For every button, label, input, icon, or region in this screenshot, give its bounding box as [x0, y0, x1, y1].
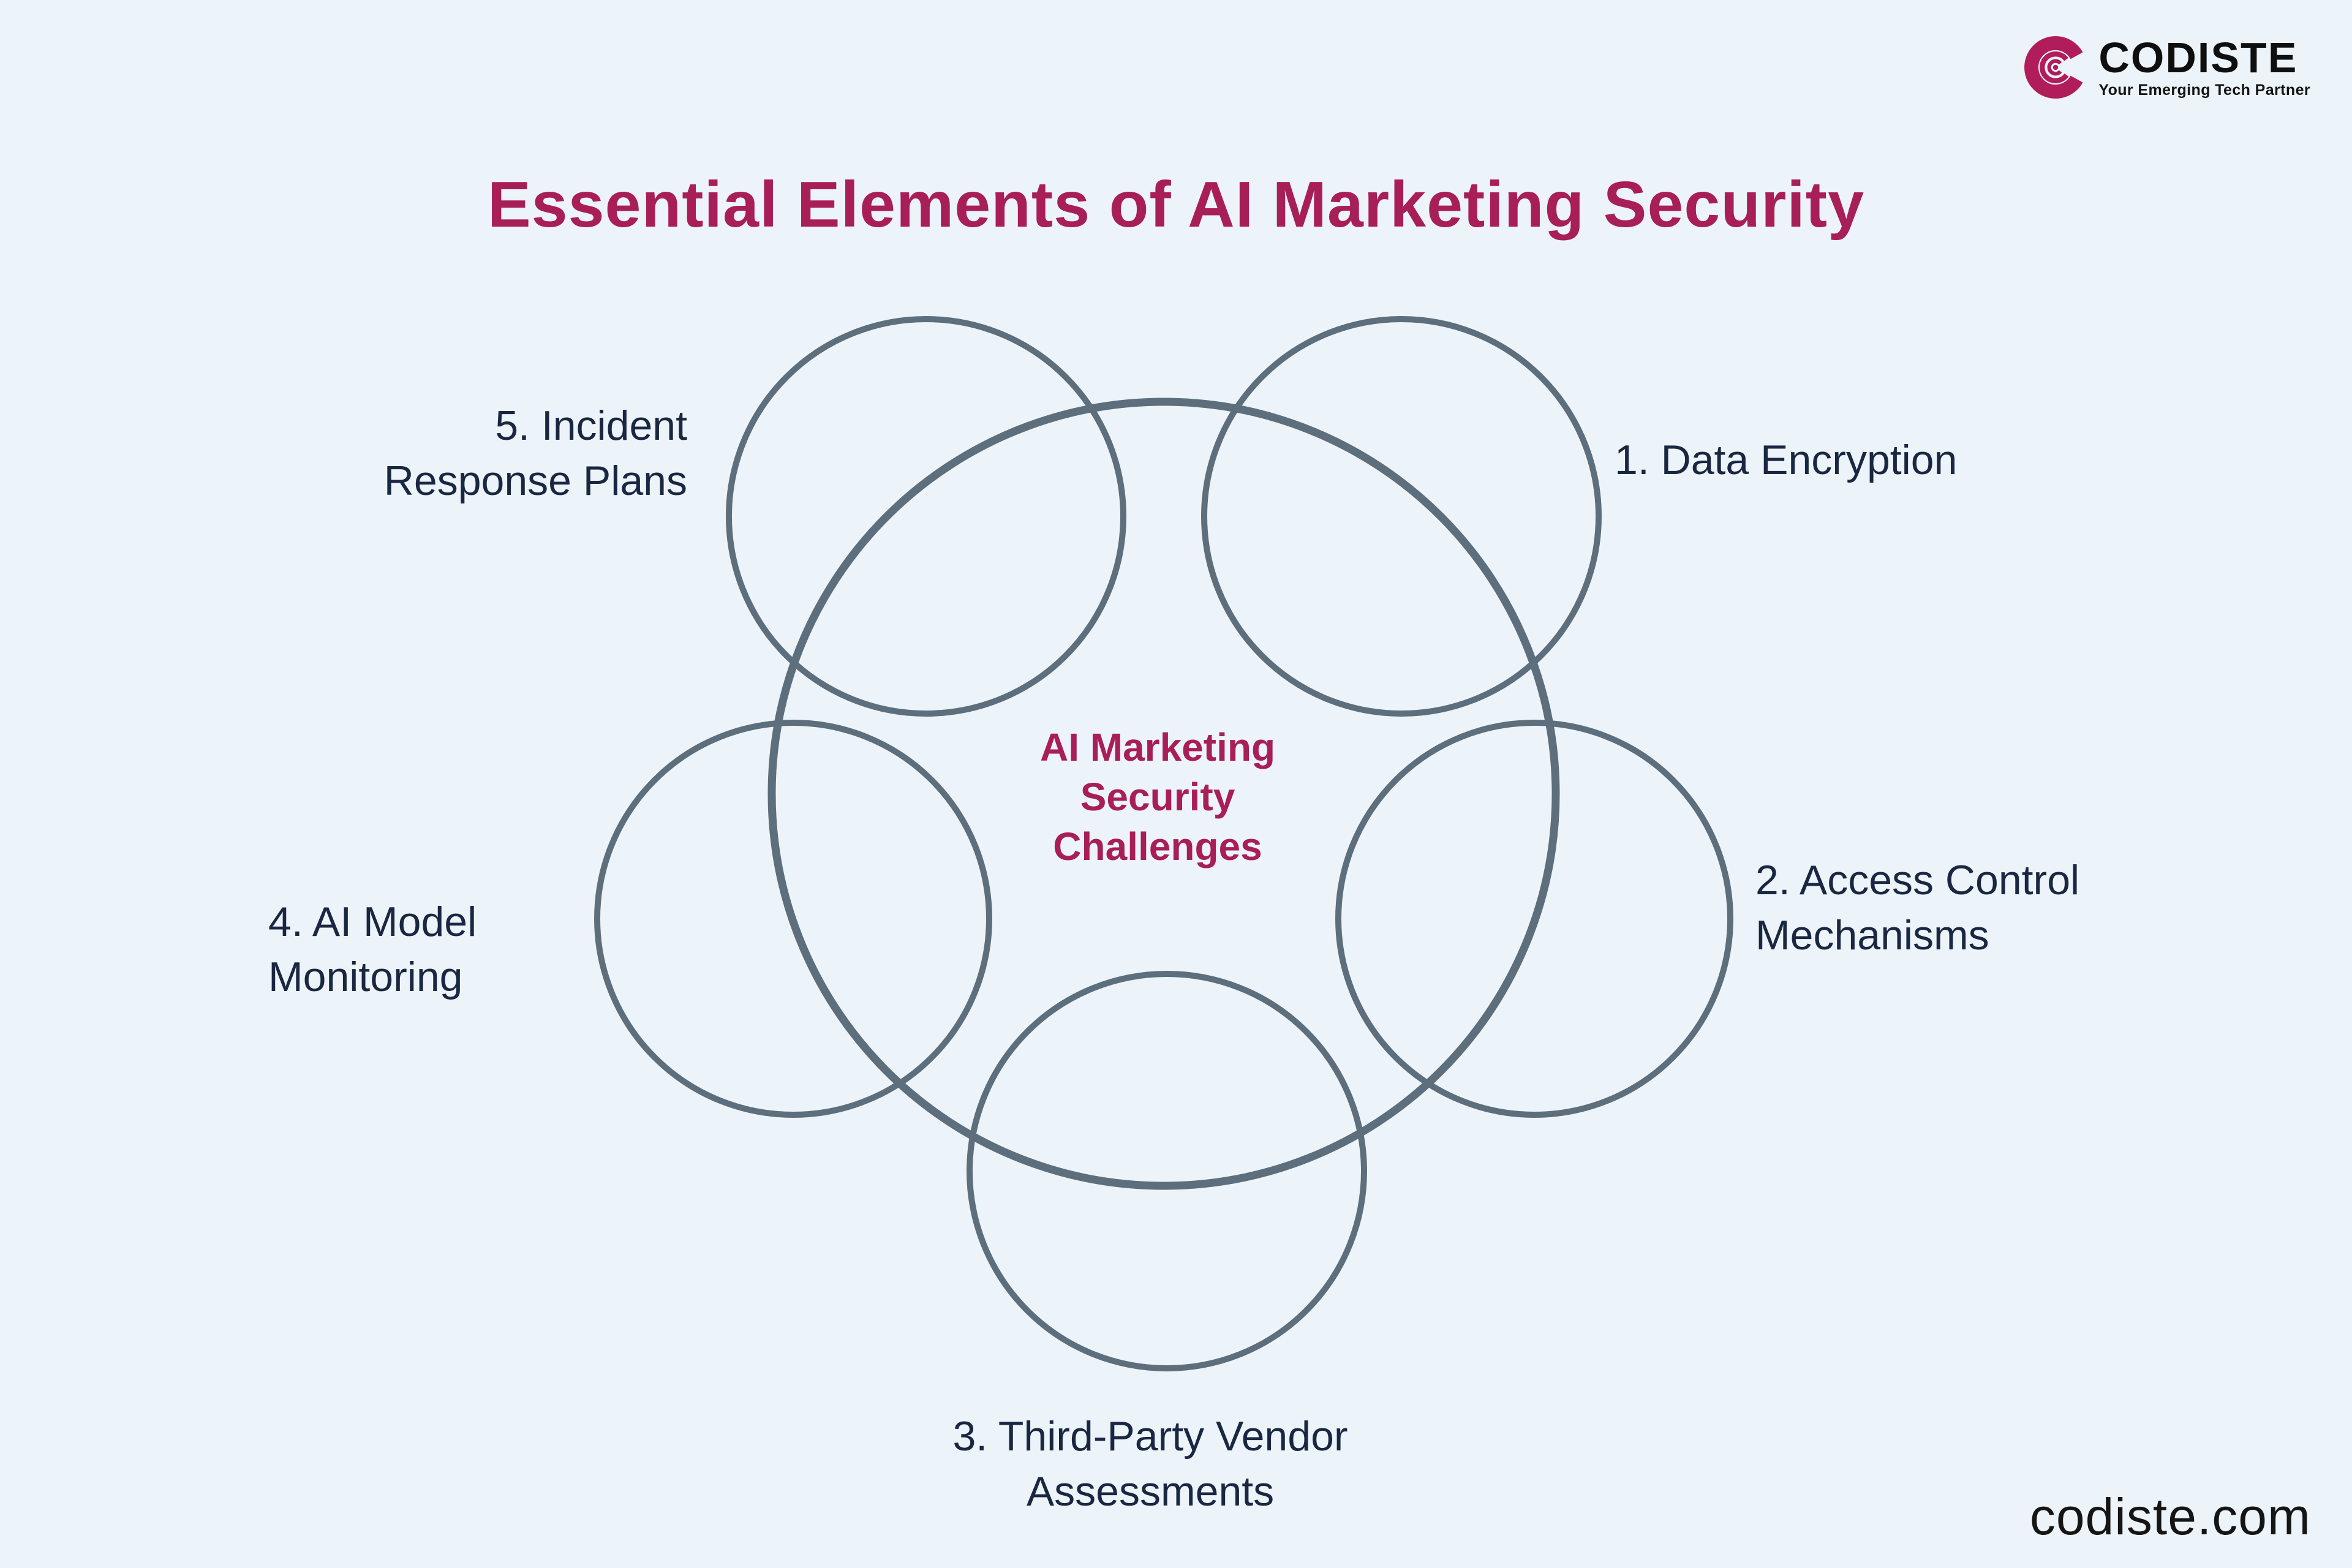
brand-logo: CODISTE Your Emerging Tech Partner: [2024, 36, 2310, 99]
brand-text-block: CODISTE Your Emerging Tech Partner: [2098, 36, 2310, 99]
label-incident-response: 5. Incident Response Plans: [383, 402, 687, 504]
circle-data-encryption: [1201, 316, 1602, 717]
codiste-logo-icon: [2024, 36, 2087, 99]
circle-vendor-assessments: [967, 971, 1367, 1371]
page-title: Essential Elements of AI Marketing Secur…: [487, 168, 1865, 241]
diagram-center-label: AI Marketing Security Challenges: [1039, 725, 1276, 869]
brand-name: CODISTE: [2098, 33, 2298, 81]
label-access-control: 2. Access Control Mechanisms: [1755, 857, 2080, 959]
brand-tagline: Your Emerging Tech Partner: [2098, 81, 2310, 99]
label-data-encryption: 1. Data Encryption: [1615, 437, 1958, 483]
label-ai-model-monitoring: 4. AI Model Monitoring: [268, 899, 477, 1000]
circle-access-control: [1335, 720, 1733, 1118]
label-vendor-assessments: 3. Third-Party Vendor Assessments: [952, 1413, 1348, 1515]
circle-center-large: [767, 398, 1560, 1190]
website-url: codiste.com: [2029, 1488, 2311, 1545]
circle-incident-response: [726, 316, 1126, 717]
circle-ai-model-monitoring: [594, 720, 992, 1118]
